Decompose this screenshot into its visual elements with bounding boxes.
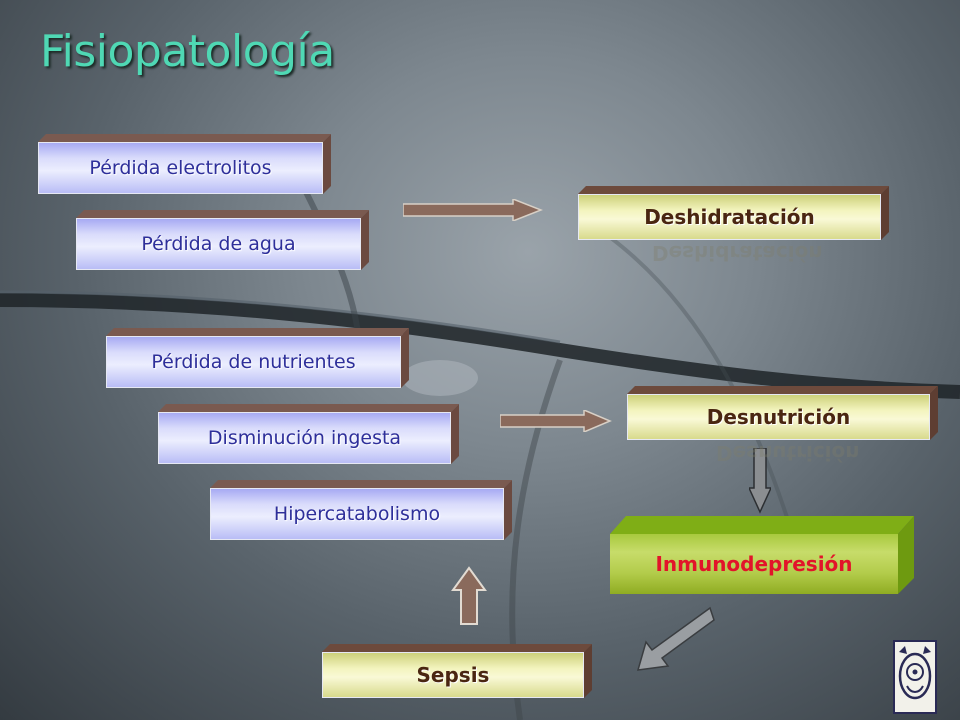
box-3d-edge xyxy=(158,404,459,464)
label-reflection: Deshidratación xyxy=(652,241,823,265)
page-title: Fisiopatología xyxy=(40,26,335,77)
box-perdida-nutrientes: Pérdida de nutrientes xyxy=(106,328,409,388)
box-disminucion-ingesta: Disminución ingesta xyxy=(158,404,459,464)
box-inmunodepresion: Inmunodepresión xyxy=(610,516,914,594)
box-face xyxy=(578,194,881,240)
arrow-up-icon xyxy=(451,566,487,625)
box-perdida-agua: Pérdida de agua xyxy=(76,210,369,270)
box-sepsis: Sepsis xyxy=(322,644,592,698)
box-face xyxy=(210,488,504,540)
box-3d-edge xyxy=(610,516,914,594)
box-3d-edge xyxy=(38,134,331,194)
logo xyxy=(893,640,937,714)
label-reflection: Desnutrición xyxy=(716,441,860,465)
box-3d-edge xyxy=(76,210,369,270)
box-face xyxy=(627,394,930,440)
box-face xyxy=(76,218,361,270)
box-label: Sepsis xyxy=(416,663,490,687)
box-3d-edge xyxy=(210,480,512,540)
box-label: Pérdida de agua xyxy=(141,233,296,255)
box-label: Inmunodepresión xyxy=(655,552,853,576)
arrow-down-icon xyxy=(749,448,771,514)
box-face xyxy=(322,652,584,698)
box-deshidratacion: Deshidratación xyxy=(578,186,889,240)
box-label: Pérdida electrolitos xyxy=(89,157,272,179)
box-3d-edge xyxy=(627,386,938,440)
arrow-down-left-icon xyxy=(636,606,715,671)
box-3d-edge xyxy=(322,644,592,698)
arrow-right-icon xyxy=(403,199,543,221)
box-perdida-electrolitos: Pérdida electrolitos xyxy=(38,134,331,194)
box-face xyxy=(610,534,898,594)
logo-emblem-icon xyxy=(898,646,932,700)
box-desnutricion: Desnutrición xyxy=(627,386,938,440)
box-3d-edge xyxy=(106,328,409,388)
box-label: Pérdida de nutrientes xyxy=(151,351,356,373)
box-label: Hipercatabolismo xyxy=(273,503,441,525)
box-hipercatabolismo: Hipercatabolismo xyxy=(210,480,512,540)
box-label: Desnutrición xyxy=(706,405,851,429)
box-label: Disminución ingesta xyxy=(207,427,402,449)
box-3d-edge xyxy=(578,186,889,240)
box-face xyxy=(38,142,323,194)
arrow-right-icon xyxy=(500,410,612,432)
box-label: Deshidratación xyxy=(644,205,815,229)
box-face xyxy=(106,336,401,388)
box-face xyxy=(158,412,451,464)
